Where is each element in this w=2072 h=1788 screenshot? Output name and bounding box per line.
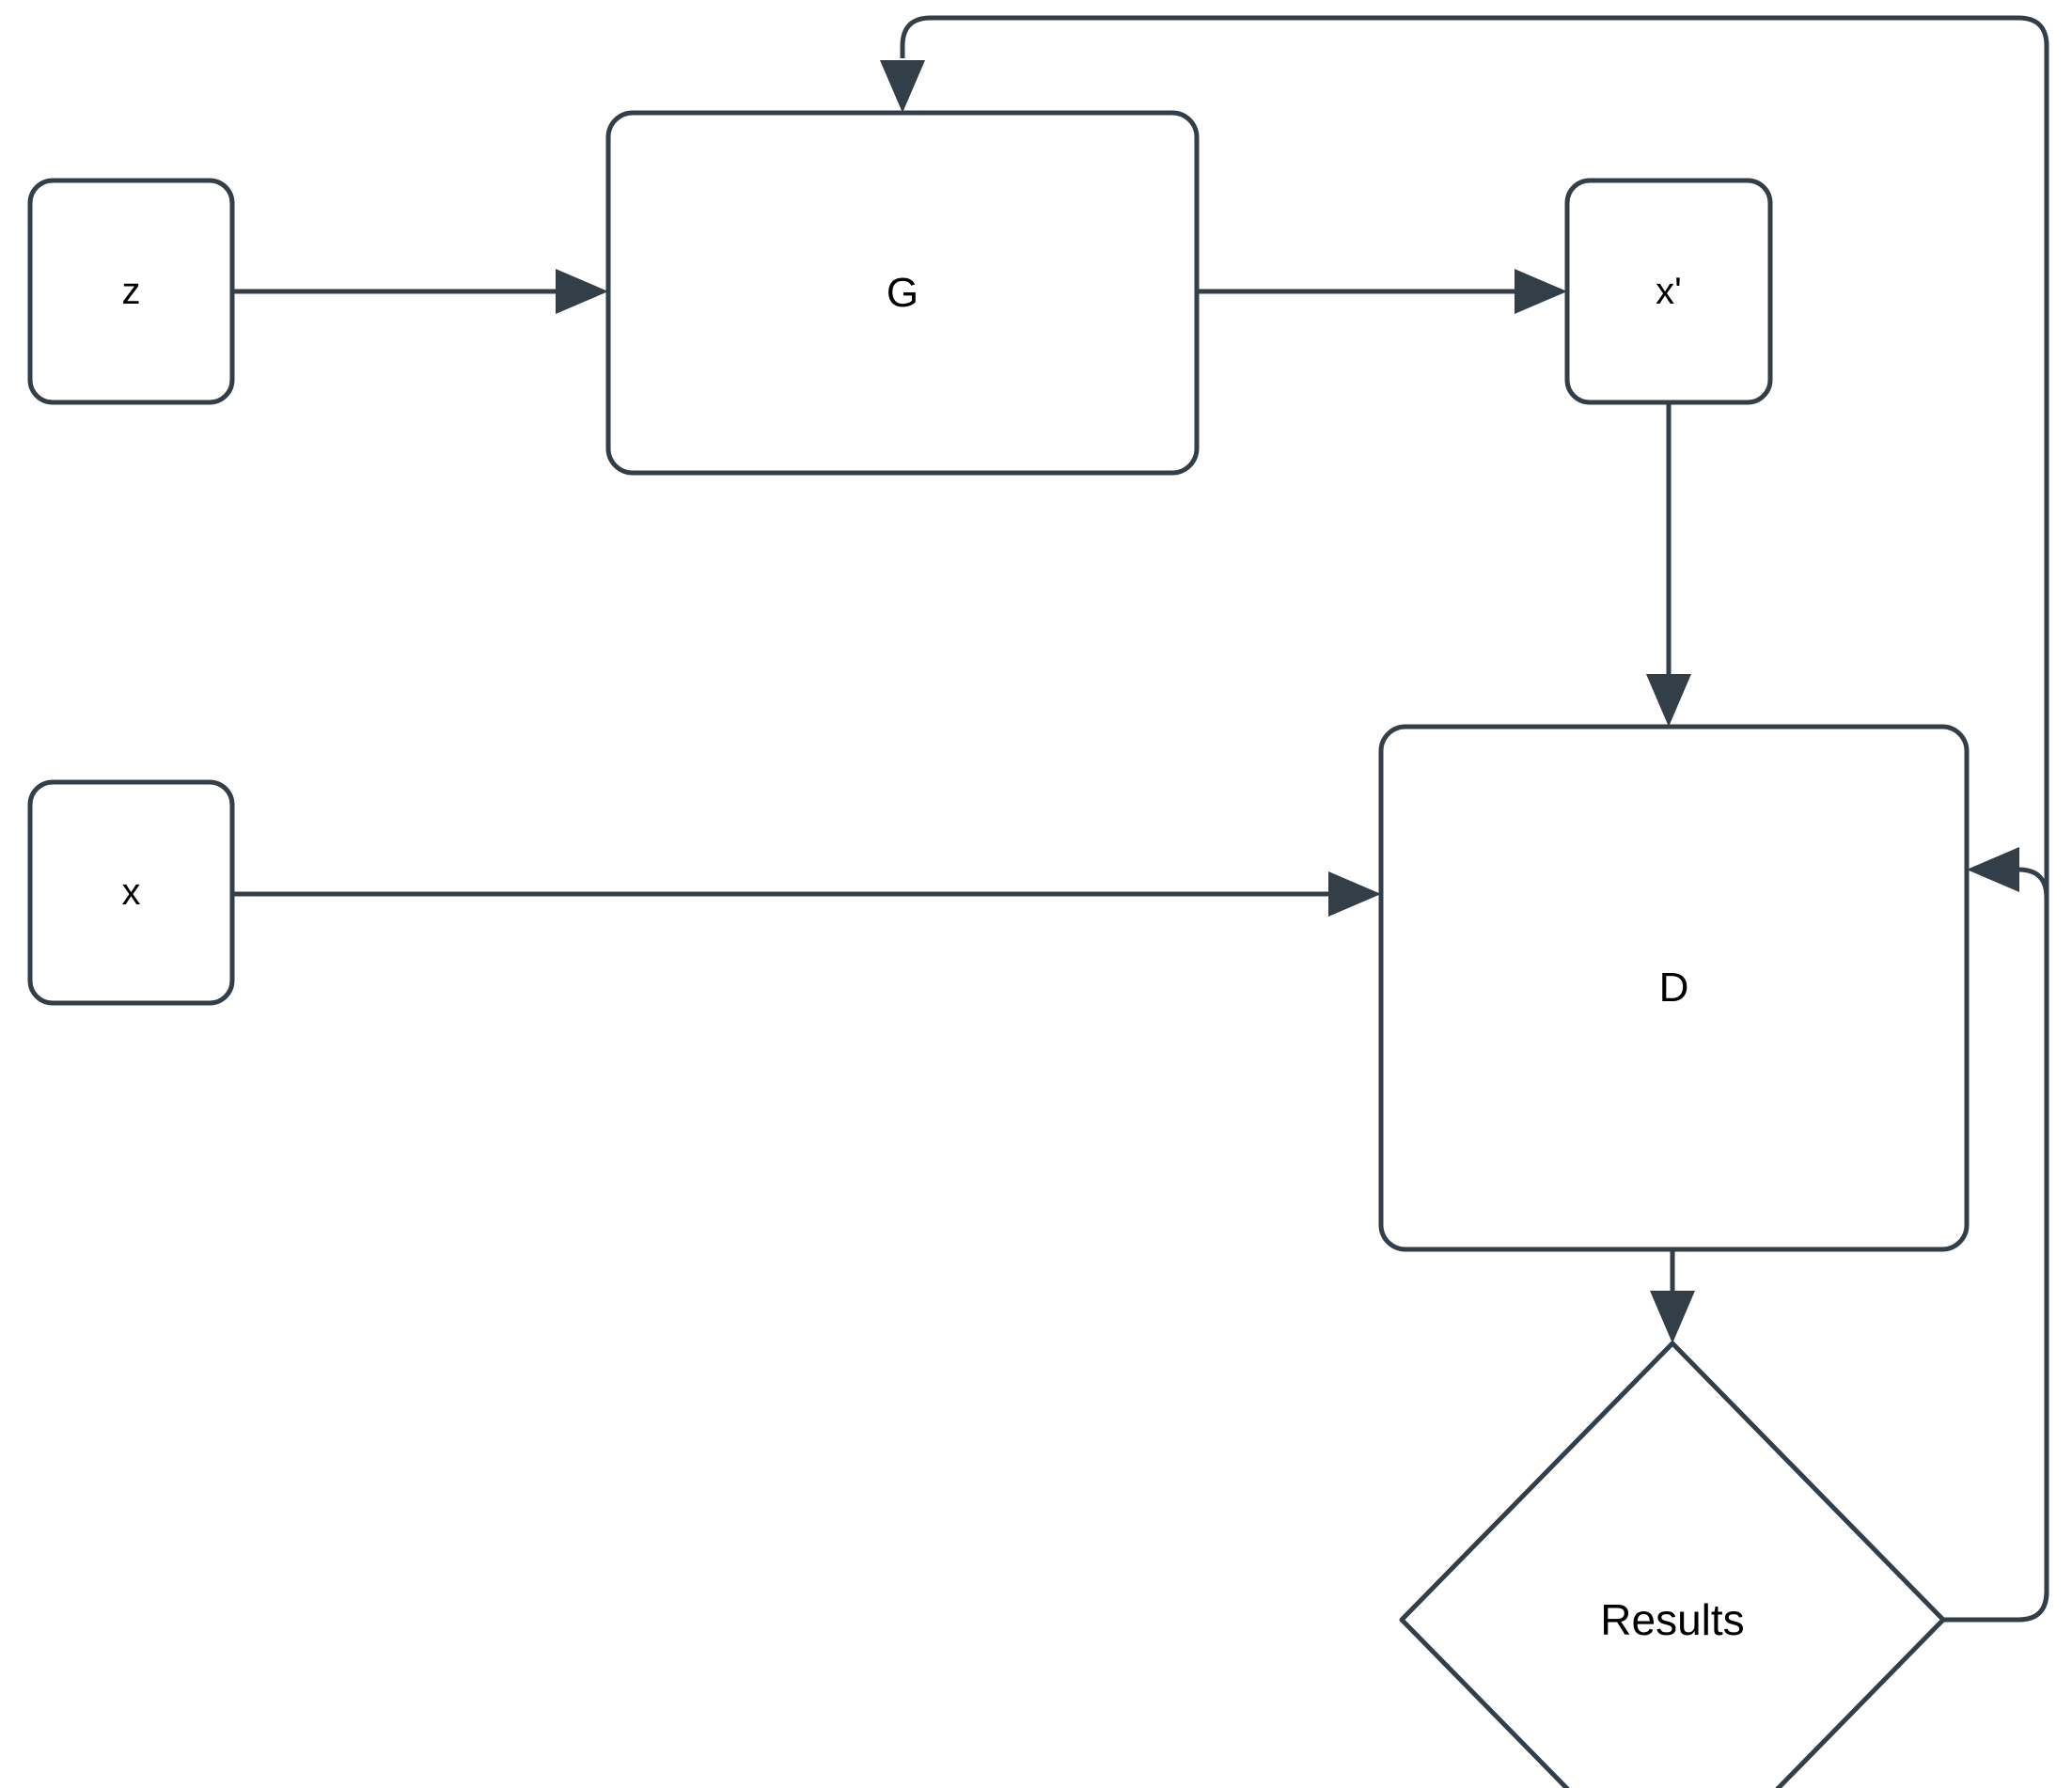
edge-d-to-results-arrowhead: [1650, 1291, 1695, 1343]
edge-g-to-xprime-arrowhead: [1515, 269, 1567, 314]
node-x-prime-shape[interactable]: [1564, 178, 1773, 405]
edge-xprime-to-d-arrowhead: [1646, 674, 1691, 727]
node-x-shape[interactable]: [27, 779, 235, 1006]
edge-xprime-to-d: [1646, 402, 1691, 727]
edge-x-to-d-arrowhead: [1328, 871, 1381, 917]
node-results-shape[interactable]: [1399, 1341, 1946, 1788]
edge-z-to-g-arrowhead: [556, 269, 608, 314]
node-z-shape[interactable]: [27, 178, 235, 405]
edge-results-to-d: [1943, 847, 2049, 1623]
edge-results-to-g-arrowhead: [880, 60, 925, 113]
node-generator-shape[interactable]: [605, 110, 1200, 476]
edge-x-to-d: [232, 871, 1381, 917]
node-discriminator-shape[interactable]: [1378, 724, 1970, 1252]
edge-results-to-d-arrowhead: [1967, 847, 2019, 892]
edge-g-to-xprime: [1197, 269, 1567, 314]
edge-results-to-d-path: [1943, 867, 2049, 1623]
edge-z-to-g: [232, 269, 608, 314]
edge-d-to-results: [1650, 1249, 1695, 1343]
